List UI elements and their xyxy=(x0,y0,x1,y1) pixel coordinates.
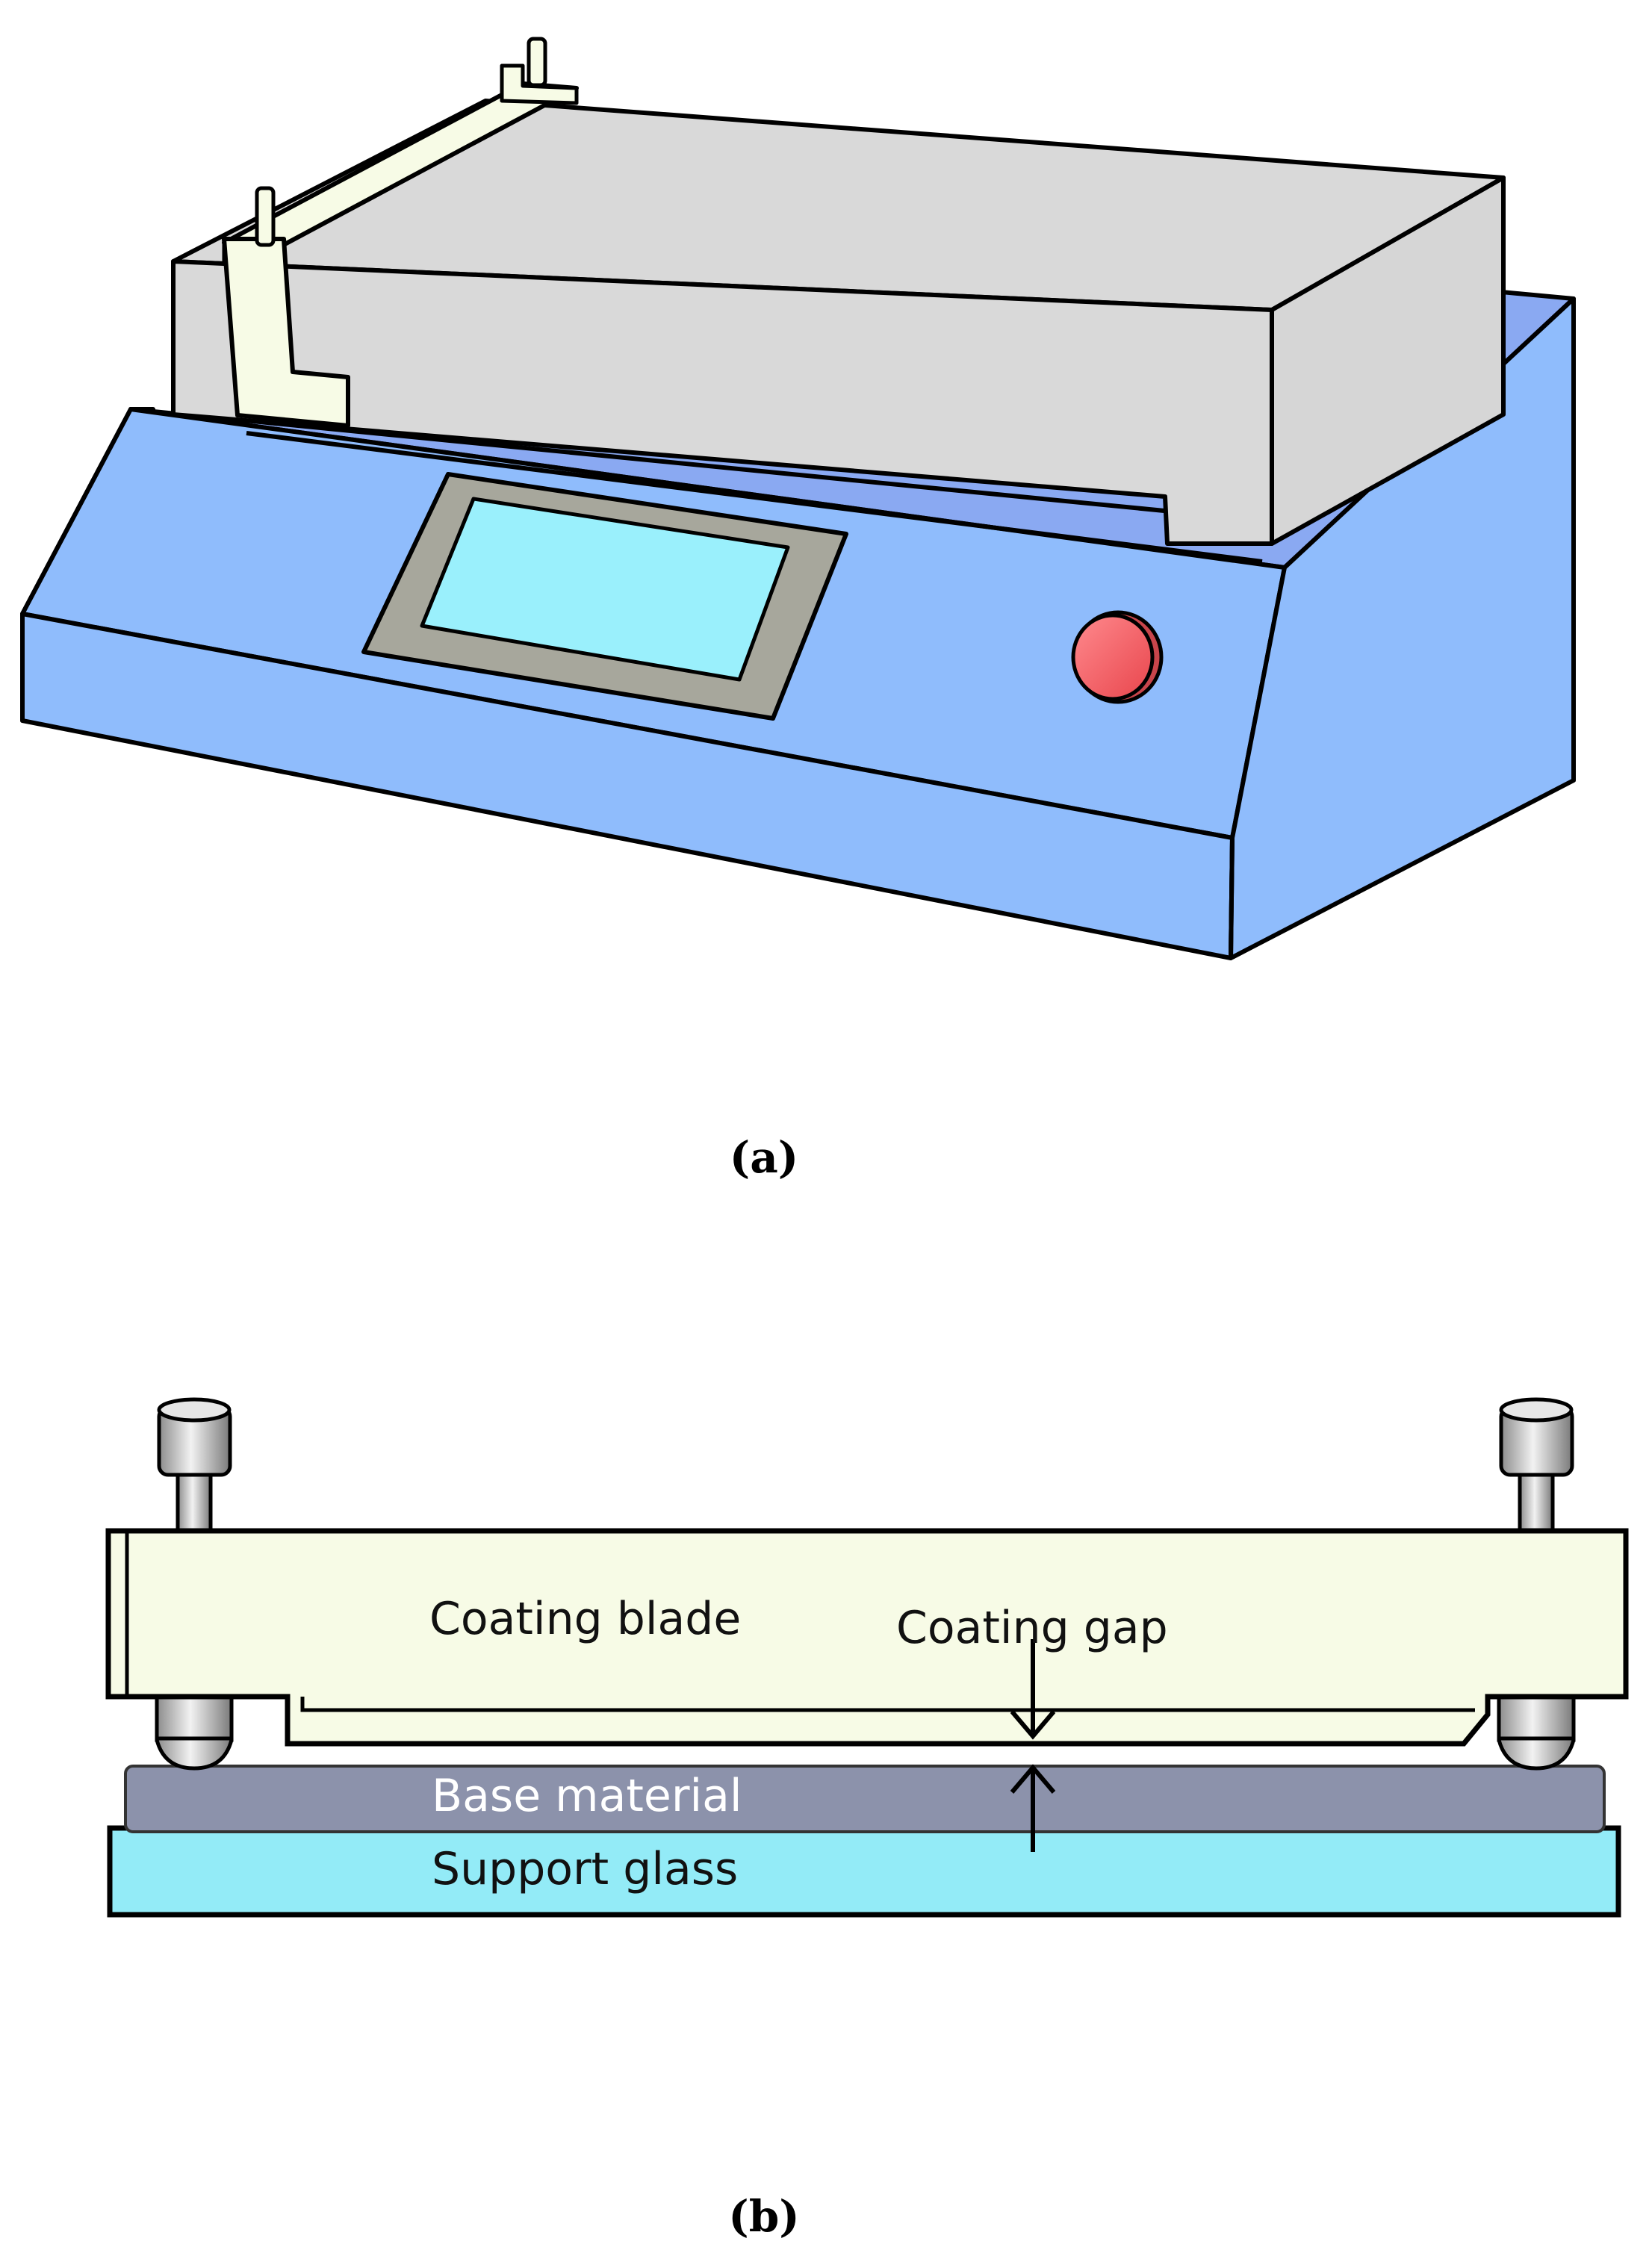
coating-blade-label: Coating blade xyxy=(429,1593,741,1645)
gap-arrow-down-head xyxy=(1010,1710,1056,1740)
applicator-front-upright xyxy=(222,237,350,428)
support-glass-layer xyxy=(107,1825,1621,1918)
base-right-face xyxy=(1229,296,1576,960)
base-material-label: Base material xyxy=(432,1770,742,1822)
coating-cross-section xyxy=(105,1397,1629,1918)
right-upper-knob xyxy=(1499,1397,1574,1477)
panel-a-caption: (a) xyxy=(730,1132,798,1183)
touchscreen-display xyxy=(420,497,790,682)
coater-machine-illustration xyxy=(20,37,1576,960)
coating-gap-label: Coating gap xyxy=(896,1602,1168,1654)
coating-blade xyxy=(105,1528,1629,1747)
left-shaft xyxy=(176,1470,213,1533)
panel-b-caption: (b) xyxy=(728,2191,799,2242)
gap-arrow-up-head xyxy=(1010,1764,1056,1794)
applicator-rear-upright xyxy=(500,63,579,105)
right-shaft xyxy=(1518,1470,1555,1533)
power-button xyxy=(1071,613,1155,701)
deck-rail-line xyxy=(246,431,1263,564)
rear-micrometer-post xyxy=(527,37,547,87)
plate-right-face xyxy=(1270,175,1506,546)
left-upper-knob xyxy=(157,1397,232,1477)
support-glass-label: Support glass xyxy=(432,1843,738,1895)
base-right-edge xyxy=(1229,837,1235,959)
base-material-layer xyxy=(124,1765,1606,1833)
front-micrometer-post xyxy=(255,186,276,247)
blade-lower-lip xyxy=(300,1697,1475,1712)
